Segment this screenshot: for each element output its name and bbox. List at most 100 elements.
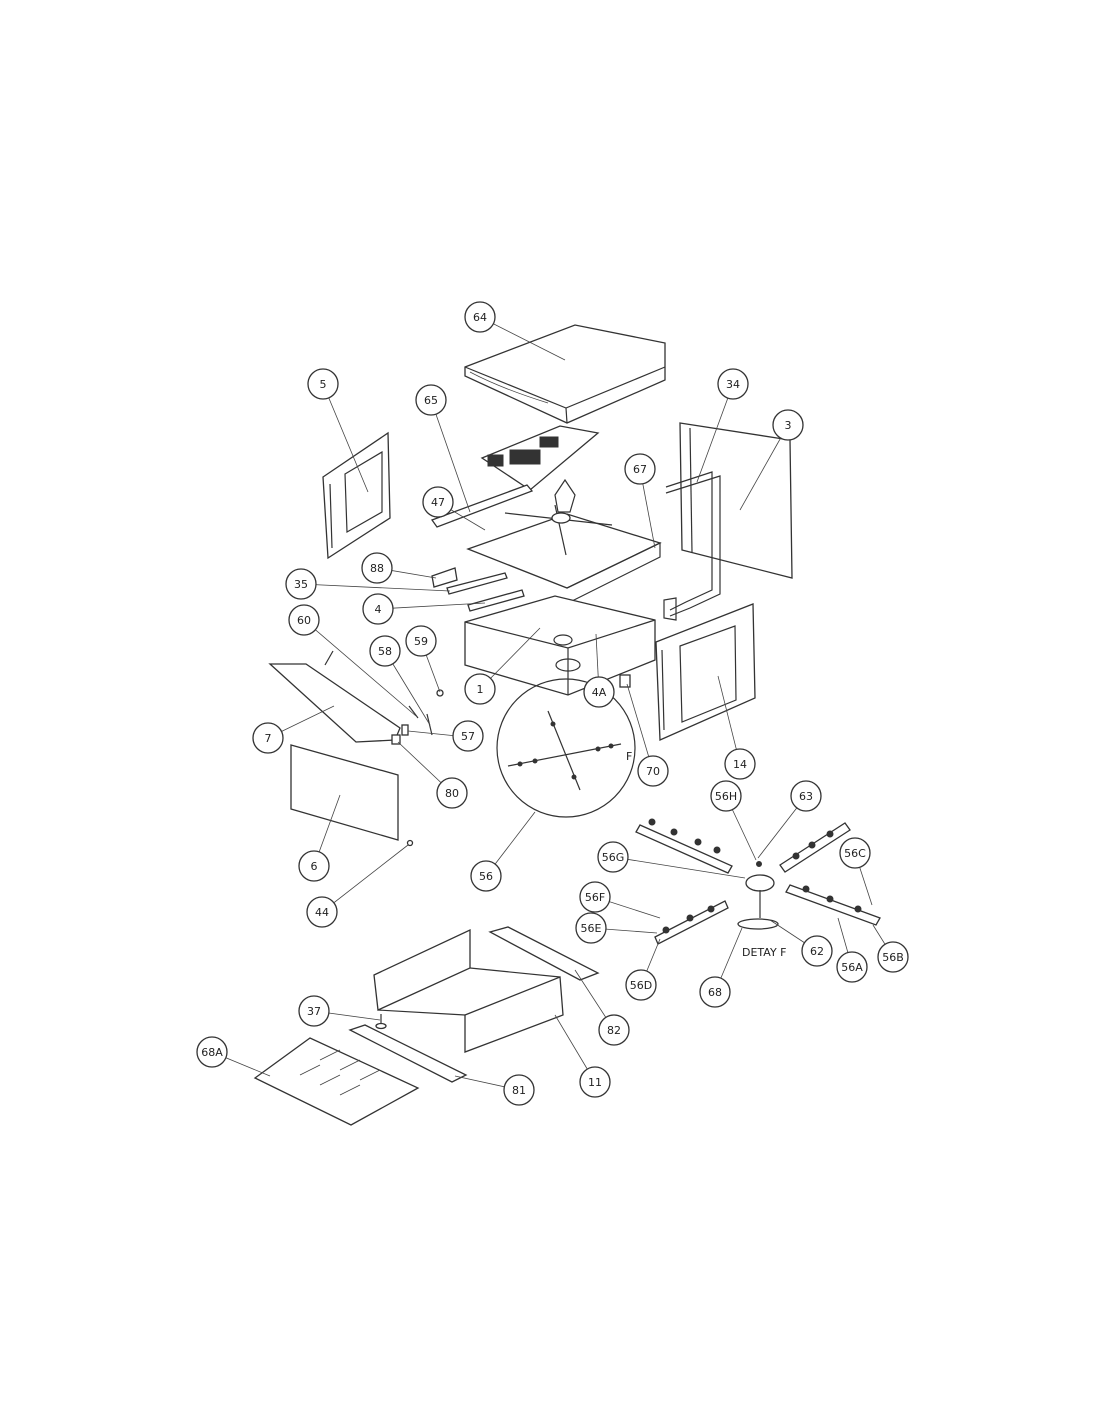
callout-63: 63: [790, 780, 822, 812]
callout-68: 65: [415, 384, 447, 416]
callout-81: 81: [503, 1074, 535, 1106]
part-82-rail: [488, 926, 600, 981]
part-47-rail: [430, 484, 534, 528]
callout-14: 14: [724, 748, 756, 780]
svg-text:57: 57: [461, 730, 475, 743]
svg-text:14: 14: [733, 758, 747, 771]
callout-6: 6: [298, 850, 330, 882]
svg-text:47: 47: [431, 496, 445, 509]
svg-text:58: 58: [378, 645, 392, 658]
svg-text:68A: 68A: [201, 1046, 223, 1059]
callout-44: 44: [306, 896, 338, 928]
part-70-sensor: [619, 674, 631, 688]
part-7-door-frame: [268, 650, 401, 743]
detail-circle-f: [496, 678, 636, 818]
callout-64: 68: [699, 976, 731, 1008]
part-44-screw: [406, 839, 414, 847]
part-34-pipe: [663, 471, 721, 621]
svg-text:35: 35: [294, 578, 308, 591]
callout-57: 57: [452, 720, 484, 752]
svg-text:59: 59: [414, 635, 428, 648]
svg-text:63: 63: [799, 790, 813, 803]
callout-56: 56: [470, 860, 502, 892]
part-68A-tank-top: [466, 478, 662, 603]
callout-1: 1: [464, 673, 496, 705]
svg-text:60: 60: [297, 614, 311, 627]
part-4-bar: [467, 589, 525, 612]
part-68-circuit-board: [480, 425, 600, 491]
callout-60: 60: [288, 604, 320, 636]
part-88-bracket: [431, 567, 458, 588]
callout-59: 58: [369, 635, 401, 667]
callout-56B: 56B: [877, 941, 909, 973]
detail-caption: DETAY F: [742, 946, 787, 959]
svg-text:68: 68: [708, 986, 722, 999]
svg-text:62: 62: [810, 945, 824, 958]
part-11-base-frame: [373, 928, 564, 1053]
svg-text:3: 3: [785, 419, 792, 432]
svg-text:82: 82: [607, 1024, 621, 1037]
callout-80: 80: [436, 777, 468, 809]
wash-arms-detail: [635, 818, 881, 945]
callout-3: 3: [772, 409, 804, 441]
part-67-control-cover: [464, 324, 666, 424]
part-14-side-panel: [655, 603, 756, 741]
part-35-heater: [446, 572, 508, 595]
part-65-base-plate: [253, 1037, 420, 1126]
part-60-pin: [408, 705, 419, 719]
part-81-rail: [348, 1024, 468, 1083]
svg-text:44: 44: [315, 906, 329, 919]
callout-34: 34: [717, 368, 749, 400]
svg-text:65: 65: [424, 394, 438, 407]
svg-text:37: 37: [307, 1005, 321, 1018]
svg-text:4A: 4A: [592, 686, 607, 699]
callout-4A: 4A: [583, 676, 615, 708]
svg-text:56F: 56F: [585, 891, 605, 904]
svg-text:5: 5: [320, 378, 327, 391]
callout-67: 64: [464, 301, 496, 333]
part-3-rear-panel: [679, 422, 793, 579]
part-37-foot: [375, 1014, 387, 1030]
svg-text:56H: 56H: [715, 790, 737, 803]
svg-text:34: 34: [726, 378, 740, 391]
callout-7: 7: [252, 722, 284, 754]
callout-37: 37: [298, 995, 330, 1027]
part-6-door-panel: [290, 744, 399, 841]
callout-4: 4: [362, 593, 394, 625]
svg-text:4: 4: [375, 603, 382, 616]
callout-56D: 56D: [625, 969, 657, 1001]
callout-70: 70: [637, 755, 669, 787]
callout-56C: 56C: [839, 837, 871, 869]
callout-35: 35: [285, 568, 317, 600]
svg-text:56E: 56E: [581, 922, 602, 935]
svg-text:56B: 56B: [882, 951, 904, 964]
callout-65: 68A: [196, 1036, 228, 1068]
callout-82: 82: [598, 1014, 630, 1046]
callout-47: 47: [422, 486, 454, 518]
callout-56G: 56G: [597, 841, 629, 873]
svg-text:70: 70: [646, 765, 660, 778]
svg-text:56G: 56G: [602, 851, 625, 864]
part-1-tank: [464, 595, 656, 696]
svg-text:56: 56: [479, 870, 493, 883]
callout-56F: 56F: [579, 881, 611, 913]
svg-text:80: 80: [445, 787, 459, 800]
callout-56E: 56E: [575, 912, 607, 944]
svg-text:56A: 56A: [841, 961, 863, 974]
svg-text:1: 1: [477, 683, 484, 696]
svg-text:6: 6: [311, 860, 318, 873]
part-5-side-panel: [322, 431, 391, 560]
svg-text:88: 88: [370, 562, 384, 575]
part-80-latch: [391, 734, 401, 745]
svg-text:81: 81: [512, 1084, 526, 1097]
callout-56A: 56A: [836, 951, 868, 983]
part-57-hinge: [401, 724, 409, 736]
svg-text:7: 7: [265, 732, 272, 745]
callout-62: 62: [801, 935, 833, 967]
svg-text:56C: 56C: [844, 847, 866, 860]
svg-text:56D: 56D: [630, 979, 652, 992]
callout-88: 88: [361, 552, 393, 584]
callout-68A: 67: [624, 453, 656, 485]
callout-5: 5: [307, 368, 339, 400]
